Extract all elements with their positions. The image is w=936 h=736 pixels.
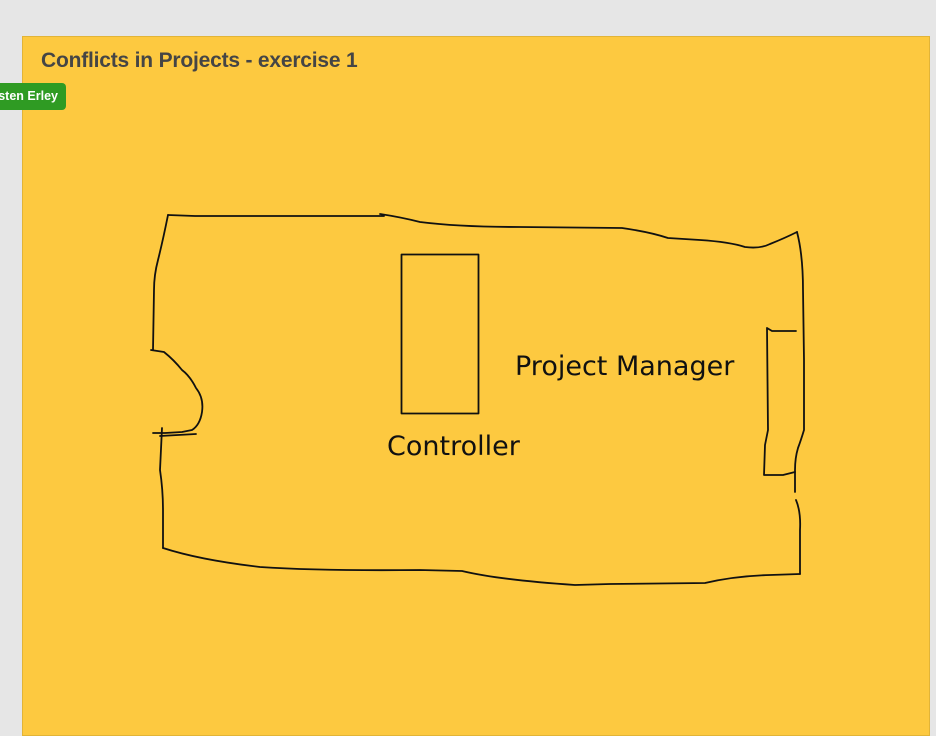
collaborator-name-tag: sten Erley xyxy=(0,83,66,110)
board-frame[interactable]: Conflicts in Projects - exercise 1 xyxy=(22,36,930,736)
collaborator-name: sten Erley xyxy=(0,89,58,103)
frame-title[interactable]: Conflicts in Projects - exercise 1 xyxy=(41,49,358,72)
